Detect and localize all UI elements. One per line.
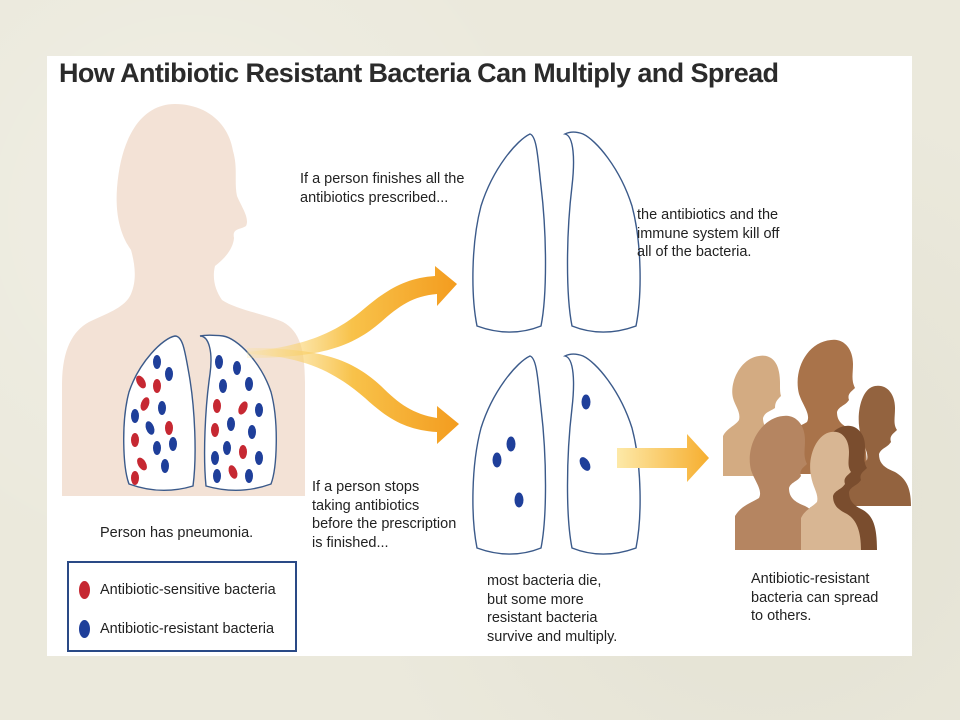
- red-bacterium-icon: [79, 581, 90, 599]
- survive-line-2: but some more: [487, 591, 584, 608]
- finishes-line-2: antibiotics prescribed...: [300, 189, 449, 206]
- patient-bacteria: [131, 355, 263, 485]
- crowd-icon: [723, 339, 911, 550]
- stops-line-4: is finished...: [312, 534, 389, 551]
- finishes-line-1: If a person finishes all the: [300, 171, 465, 187]
- survive-line-3: resistant bacteria: [487, 610, 598, 626]
- patient-lungs-icon: [123, 334, 277, 491]
- illustration: [62, 104, 911, 555]
- legend: Antibiotic-sensitive bacteria Antibiotic…: [67, 561, 297, 652]
- killed-caption: the antibiotics and the immune system ki…: [637, 206, 779, 262]
- stops-line-2: taking antibiotics: [312, 497, 420, 514]
- legend-label-sensitive: Antibiotic-sensitive bacteria: [100, 582, 276, 598]
- spread-line-3: to others.: [751, 608, 812, 624]
- stops-line-1: If a person stops: [312, 479, 420, 495]
- stops-caption: If a person stops taking antibiotics bef…: [312, 478, 456, 552]
- survive-caption: most bacteria die, but some more resista…: [487, 572, 617, 646]
- spread-line-1: Antibiotic-resistant: [751, 571, 870, 587]
- spread-arrow-icon: [617, 434, 709, 482]
- survive-line-4: survive and multiply.: [487, 628, 618, 645]
- resistant-bacteria: [492, 394, 591, 508]
- spread-caption: Antibiotic-resistant bacteria can spread…: [751, 570, 878, 626]
- finishes-caption: If a person finishes all the antibiotics…: [300, 170, 464, 207]
- legend-item-resistant: Antibiotic-resistant bacteria: [79, 617, 274, 641]
- killed-line-2: immune system kill off: [637, 225, 780, 242]
- clear-lungs-icon: [472, 131, 641, 333]
- survive-line-1: most bacteria die,: [487, 573, 602, 589]
- infographic-panel: How Antibiotic Resistant Bacteria Can Mu…: [47, 56, 912, 656]
- legend-item-sensitive: Antibiotic-sensitive bacteria: [79, 578, 276, 602]
- killed-line-1: the antibiotics and the: [637, 207, 779, 223]
- branch-arrow-icon: [247, 266, 459, 444]
- killed-line-3: all of the bacteria.: [637, 244, 752, 260]
- stops-line-3: before the prescription: [312, 516, 457, 532]
- spread-line-2: bacteria can spread: [751, 589, 879, 606]
- patient-caption: Person has pneumonia.: [100, 525, 254, 541]
- infographic-title: How Antibiotic Resistant Bacteria Can Mu…: [59, 58, 779, 88]
- legend-label-resistant: Antibiotic-resistant bacteria: [100, 621, 275, 637]
- blue-bacterium-icon: [79, 620, 90, 638]
